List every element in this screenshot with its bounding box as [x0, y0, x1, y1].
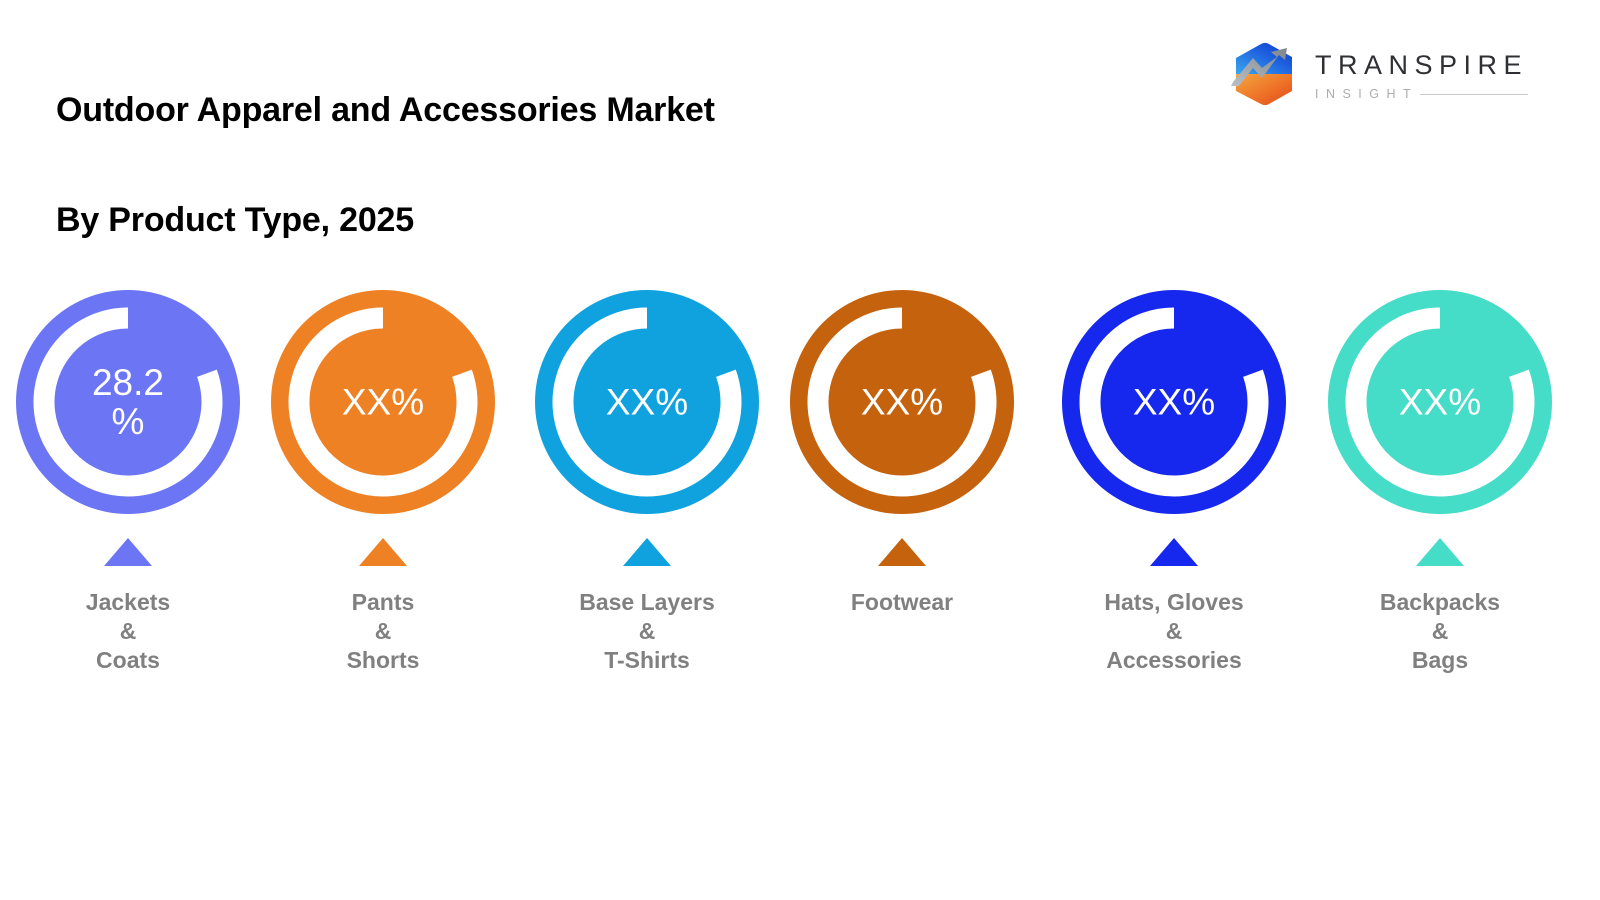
donut-chart-1: 28.2%: [16, 290, 240, 514]
logo-name: TRANSPIRE: [1314, 49, 1528, 80]
donut-chart-6: XX%: [1328, 290, 1552, 514]
pointer-triangle-icon-4: [878, 538, 926, 566]
logo-hexagon-arrow-icon: [1227, 38, 1301, 110]
category-label-5: Hats, Gloves & Accessories: [1104, 589, 1244, 673]
category-label-4: Footwear: [850, 589, 954, 615]
header: Outdoor Apparel and Accessories Market B…: [0, 0, 1600, 239]
logo-wordmark: TRANSPIRE INSIGHT: [1315, 48, 1528, 101]
logo-tagline: INSIGHT: [1314, 86, 1419, 101]
logo-divider-rule: [1420, 94, 1528, 95]
donut-item-2[interactable]: XX% Pants & Shorts: [253, 290, 513, 675]
logo-tagline-row: INSIGHT: [1315, 88, 1528, 101]
brand-logo: TRANSPIRE INSIGHT: [1227, 38, 1528, 110]
category-label-6: Backpacks & Bags: [1379, 589, 1501, 673]
donut-ring-arc: [33, 307, 223, 497]
donut-ring-arc: [1079, 307, 1269, 497]
page-title-line-1: Outdoor Apparel and Accessories Market: [56, 91, 715, 130]
pointer-triangle-icon-6: [1416, 538, 1464, 566]
pointer-triangle-icon-2: [359, 538, 407, 566]
donut-item-1[interactable]: 28.2% Jackets & Coats: [0, 290, 258, 675]
category-label-3: Base Layers & T-Shirts: [579, 589, 715, 673]
donut-item-4[interactable]: XX% Footwear: [772, 290, 1032, 617]
pointer-triangle-icon-5: [1150, 538, 1198, 566]
donut-ring-arc: [552, 307, 742, 497]
donut-ring-arc: [807, 307, 997, 497]
pointer-triangle-icon-1: [104, 538, 152, 566]
category-label-1: Jackets & Coats: [85, 589, 171, 673]
donut-chart-2: XX%: [271, 290, 495, 514]
category-label-2: Pants & Shorts: [346, 589, 420, 673]
donut-item-5[interactable]: XX% Hats, Gloves & Accessories: [1044, 290, 1304, 675]
donut-chart-3: XX%: [535, 290, 759, 514]
donut-chart-5: XX%: [1062, 290, 1286, 514]
donut-ring-arc: [1345, 307, 1535, 497]
donut-item-3[interactable]: XX% Base Layers & T-Shirts: [517, 290, 777, 675]
page-title: Outdoor Apparel and Accessories Market B…: [56, 28, 715, 303]
donut-ring-arc: [288, 307, 478, 497]
donut-item-6[interactable]: XX% Backpacks & Bags: [1310, 290, 1570, 675]
page-title-line-2: By Product Type, 2025: [56, 201, 414, 240]
donut-chart-4: XX%: [790, 290, 1014, 514]
pointer-triangle-icon-3: [623, 538, 671, 566]
